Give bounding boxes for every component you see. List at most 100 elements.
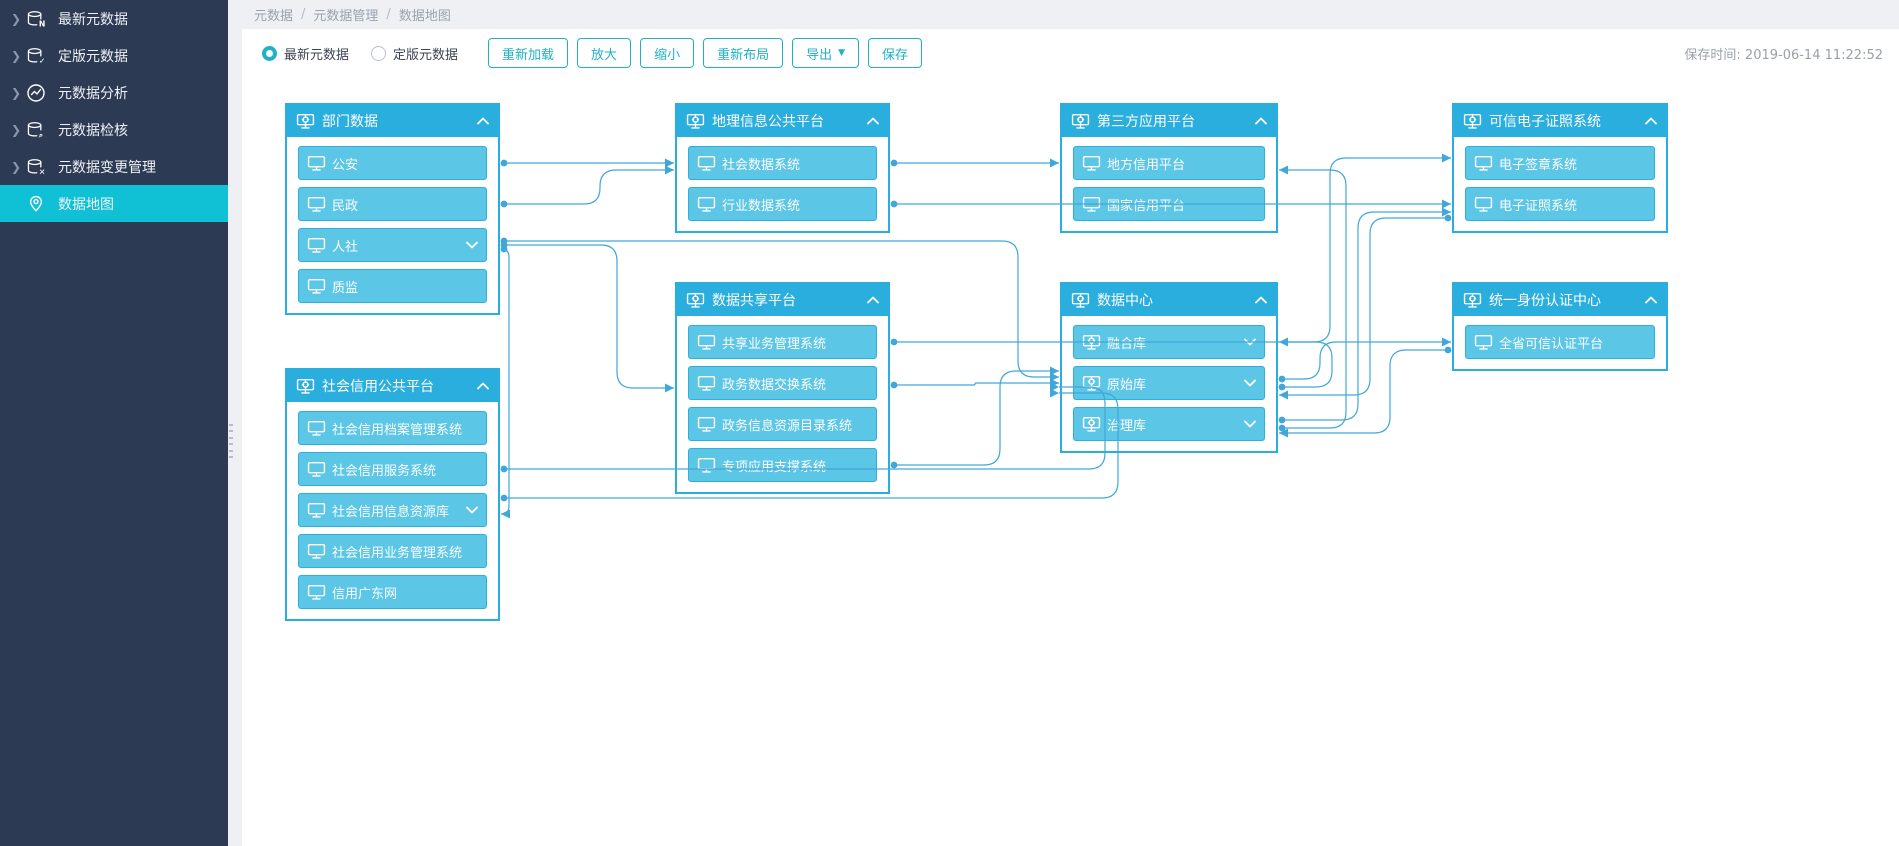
sidebar: ❯N最新元数据❯✓定版元数据❯元数据分析❯⌕元数据检核❯✕元数据变更管理❯数据地…	[0, 0, 228, 846]
diagram-group-1: 部门数据公安民政人社质监	[285, 103, 500, 315]
monitor-icon	[307, 420, 326, 437]
expand-chevron-down-icon[interactable]	[1244, 420, 1256, 428]
diagram-group-3: 地理信息公共平台社会数据系统行业数据系统	[675, 103, 890, 233]
expand-chevron-down-icon[interactable]	[1244, 338, 1256, 346]
svg-text:✕: ✕	[39, 167, 45, 176]
collapse-chevron-up-icon[interactable]	[477, 117, 489, 125]
diagram-node[interactable]: 融合库	[1073, 325, 1265, 359]
monitor-icon	[1474, 334, 1493, 351]
breadcrumb-item-1[interactable]: 元数据	[254, 9, 294, 24]
toolbar-button-6[interactable]: 保存	[868, 38, 923, 68]
monitor-icon	[697, 457, 716, 474]
radio-2[interactable]: 定版元数据	[371, 44, 458, 63]
diagram-node[interactable]: 政务数据交换系统	[688, 366, 877, 400]
radio-label: 最新元数据	[284, 47, 350, 63]
monitor-icon	[697, 196, 716, 213]
expand-chevron-down-icon[interactable]	[466, 241, 478, 249]
monitor-icon	[1082, 196, 1101, 213]
diagram-node[interactable]: 社会信用档案管理系统	[298, 411, 487, 445]
collapse-chevron-up-icon[interactable]	[867, 117, 879, 125]
toolbar-button-4[interactable]: 重新布局	[703, 38, 784, 68]
node-label: 社会信用档案管理系统	[332, 422, 463, 438]
toolbar-button-3[interactable]: 缩小	[640, 38, 695, 68]
sidebar-item-label: 元数据分析	[58, 85, 128, 102]
diagram-node[interactable]: 信用广东网	[298, 575, 487, 609]
diagram-node[interactable]: 社会信用服务系统	[298, 452, 487, 486]
diagram-node[interactable]: 电子证照系统	[1465, 187, 1655, 221]
monitor-icon	[307, 196, 326, 213]
breadcrumb-item-3: 数据地图	[398, 9, 451, 24]
group-header[interactable]: 统一身份认证中心	[1454, 284, 1666, 316]
button-label: 重新布局	[717, 47, 770, 63]
panel-resize-handle[interactable]	[229, 424, 234, 458]
monitor-icon	[307, 278, 326, 295]
sidebar-item-label: 最新元数据	[58, 11, 128, 28]
group-title: 统一身份认证中心	[1489, 293, 1601, 309]
sidebar-item-4[interactable]: ❯⌕元数据检核	[0, 111, 228, 148]
group-header[interactable]: 数据共享平台	[677, 284, 888, 316]
diagram-group-5: 第三方应用平台地方信用平台国家信用平台	[1060, 103, 1278, 233]
diagram-node[interactable]: 社会数据系统	[688, 146, 877, 180]
sidebar-item-2[interactable]: ❯✓定版元数据	[0, 37, 228, 74]
toolbar-button-1[interactable]: 重新加载	[488, 38, 569, 68]
radio-dot-icon	[262, 45, 277, 61]
sidebar-item-3[interactable]: ❯ 元数据分析	[0, 74, 228, 111]
group-header[interactable]: 可信电子证照系统	[1454, 105, 1666, 137]
expand-caret-icon: ❯	[10, 11, 22, 26]
collapse-chevron-up-icon[interactable]	[1255, 296, 1267, 304]
monitor-icon	[307, 543, 326, 560]
group-header[interactable]: 地理信息公共平台	[677, 105, 888, 137]
node-label: 国家信用平台	[1107, 198, 1186, 214]
group-header[interactable]: 社会信用公共平台	[287, 370, 498, 402]
collapse-chevron-up-icon[interactable]	[477, 382, 489, 390]
monitor-icon	[307, 237, 326, 254]
group-title: 数据中心	[1097, 293, 1153, 309]
monitor-gear-icon	[296, 378, 315, 395]
collapse-chevron-up-icon[interactable]	[867, 296, 879, 304]
node-label: 质监	[332, 280, 359, 296]
node-label: 治理库	[1107, 418, 1147, 434]
diagram-node[interactable]: 地方信用平台	[1073, 146, 1265, 180]
expand-chevron-down-icon[interactable]	[1244, 379, 1256, 387]
monitor-icon	[697, 375, 716, 392]
diagram-node[interactable]: 治理库	[1073, 407, 1265, 441]
diagram-node[interactable]: 民政	[298, 187, 487, 221]
diagram-node[interactable]: 公安	[298, 146, 487, 180]
collapse-chevron-up-icon[interactable]	[1255, 117, 1267, 125]
toolbar-button-5[interactable]: 导出▼	[792, 38, 860, 68]
toolbar-button-2[interactable]: 放大	[577, 38, 632, 68]
collapse-chevron-up-icon[interactable]	[1645, 117, 1657, 125]
diagram-node[interactable]: 共享业务管理系统	[688, 325, 877, 359]
diagram-node[interactable]: 专项应用支撑系统	[688, 448, 877, 482]
sidebar-item-6[interactable]: ❯数据地图	[0, 185, 228, 222]
diagram-node[interactable]: 质监	[298, 269, 487, 303]
group-header[interactable]: 第三方应用平台	[1062, 105, 1276, 137]
radio-dot-icon	[371, 45, 387, 61]
diagram-node[interactable]: 全省可信认证平台	[1465, 325, 1655, 359]
diagram-node[interactable]: 国家信用平台	[1073, 187, 1265, 221]
node-label: 社会信用业务管理系统	[332, 545, 463, 561]
expand-chevron-down-icon[interactable]	[466, 506, 478, 514]
db-final-icon: ✓	[26, 46, 48, 66]
breadcrumb-item-2[interactable]: 元数据管理	[313, 9, 379, 24]
map-pin-icon	[26, 194, 48, 214]
collapse-chevron-up-icon[interactable]	[1645, 296, 1657, 304]
sidebar-item-5[interactable]: ❯✕元数据变更管理	[0, 148, 228, 185]
expand-caret-icon: ❯	[10, 122, 22, 137]
radio-1[interactable]: 最新元数据	[262, 44, 349, 63]
node-label: 原始库	[1107, 377, 1147, 393]
diagram-node[interactable]: 政务信息资源目录系统	[688, 407, 877, 441]
diagram-node[interactable]: 社会信用业务管理系统	[298, 534, 487, 568]
group-title: 地理信息公共平台	[712, 114, 824, 130]
sidebar-item-label: 定版元数据	[58, 48, 128, 65]
diagram-node[interactable]: 电子签章系统	[1465, 146, 1655, 180]
group-header[interactable]: 部门数据	[287, 105, 498, 137]
diagram-node[interactable]: 原始库	[1073, 366, 1265, 400]
group-header[interactable]: 数据中心	[1062, 284, 1276, 316]
diagram-node[interactable]: 行业数据系统	[688, 187, 877, 221]
diagram-node[interactable]: 人社	[298, 228, 487, 262]
diagram-node[interactable]: 社会信用信息资源库	[298, 493, 487, 527]
expand-caret-icon: ❯	[10, 85, 22, 100]
